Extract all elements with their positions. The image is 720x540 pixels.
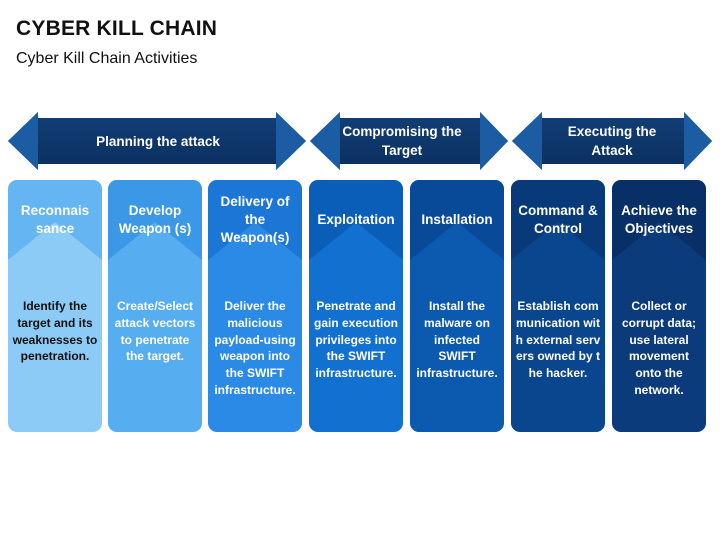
- page-title: CYBER KILL CHAIN: [16, 17, 218, 40]
- stage-card-exploitation: Exploitation Penetrate and gain executio…: [309, 180, 403, 432]
- phase-arrow-planning-right-head: [276, 112, 306, 170]
- stage-title: Command & Control: [518, 203, 598, 236]
- phase-arrow-executing-right-head: [684, 112, 712, 170]
- card-chevron-shape: [8, 180, 102, 260]
- stage-card-achieve-objectives: Achieve the Objectives Collect or corrup…: [612, 180, 706, 432]
- stage-card-reconnaissance: Reconnais sance Identify the target and …: [8, 180, 102, 432]
- page-subtitle: Cyber Kill Chain Activities: [16, 50, 198, 67]
- stage-description: Penetrate and gain execution privileges …: [313, 299, 399, 381]
- stage-description: Deliver the malicious payload-using weap…: [214, 299, 296, 397]
- stage-card-installation: Installation Install the malware on infe…: [410, 180, 504, 432]
- card-chevron-shape: [612, 180, 706, 260]
- stage-card-delivery: Delivery of the Weapon(s) Deliver the ma…: [208, 180, 302, 432]
- stage-card-command-control: Command & Control Establish communicatio…: [511, 180, 605, 432]
- phase-label-planning: Planning the attack: [96, 133, 220, 149]
- card-chevron-shape: [410, 180, 504, 260]
- card-chevron-shape: [511, 180, 605, 260]
- phase-arrow-compromising-right-head: [480, 112, 508, 170]
- stage-title: Installation: [421, 212, 493, 227]
- phase-arrow-compromising-left-head: [310, 112, 340, 170]
- stage-title: Develop Weapon (s): [118, 203, 192, 236]
- stage-description: Create/Select attack vectors to penetrat…: [114, 299, 196, 364]
- phase-arrow-executing: [512, 112, 712, 170]
- card-chevron-shape: [309, 180, 403, 260]
- phase-arrow-planning: [8, 112, 306, 170]
- stage-title: Delivery of the Weapon(s): [220, 194, 290, 245]
- phase-arrow-compromising: [310, 112, 508, 170]
- stage-title: Reconnais sance: [20, 203, 90, 236]
- phase-arrow-executing-left-head: [512, 112, 542, 170]
- phase-label-executing: Executing the Attack: [567, 124, 657, 158]
- stage-description: Collect or corrupt data; use lateral mov…: [621, 299, 696, 397]
- stage-title: Exploitation: [317, 212, 395, 227]
- phase-label-compromising: Compromising the Target: [342, 124, 462, 158]
- stage-description: Identify the target and its weaknesses t…: [12, 299, 98, 364]
- phase-arrow-planning-left-head: [8, 112, 38, 170]
- card-chevron-shape: [208, 180, 302, 260]
- card-chevron-shape: [108, 180, 202, 260]
- stage-description: Establish communication with external se…: [515, 299, 601, 381]
- stage-title: Achieve the Objectives: [621, 203, 697, 236]
- stage-card-develop-weapon: Develop Weapon (s) Create/Select attack …: [108, 180, 202, 432]
- stage-description: Install the malware on infected SWIFT in…: [416, 299, 498, 381]
